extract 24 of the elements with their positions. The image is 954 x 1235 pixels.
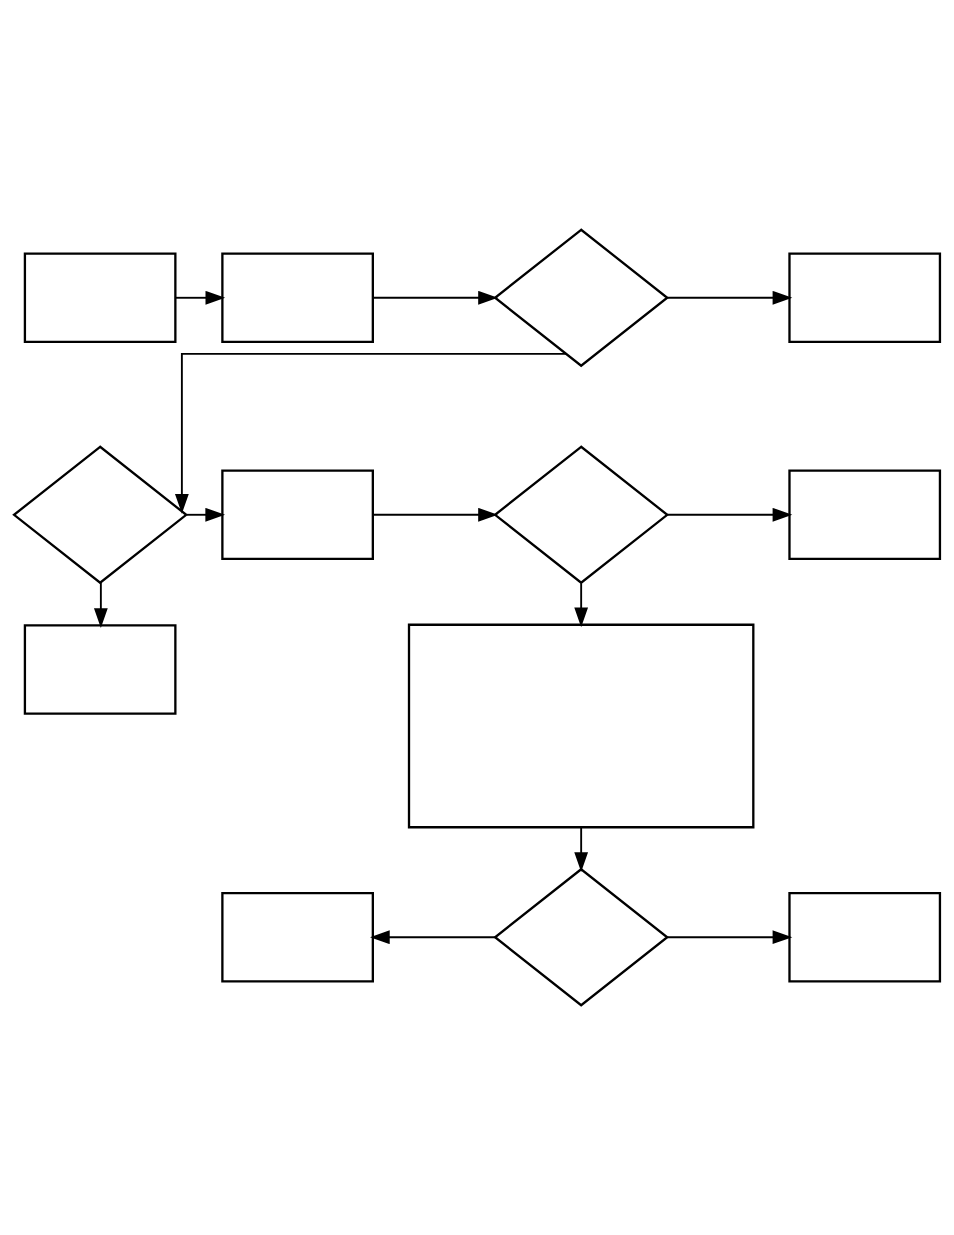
- arrow: [93, 581, 108, 628]
- arrow: [666, 290, 793, 305]
- node-box: [407, 623, 755, 829]
- arrow: [574, 826, 589, 872]
- arrow: [666, 507, 793, 522]
- node-box: [221, 252, 374, 344]
- node-box: [23, 252, 177, 344]
- node-box: [788, 252, 942, 344]
- node-box: [23, 624, 177, 715]
- arrow: [371, 507, 498, 522]
- node-diamond: [493, 228, 670, 368]
- node-diamond: [493, 445, 670, 585]
- node-box: [788, 891, 942, 983]
- arrow: [574, 582, 589, 628]
- arrow: [174, 290, 226, 305]
- node-diamond: [493, 867, 670, 1007]
- arrow: [666, 930, 793, 945]
- node-box: [221, 891, 374, 983]
- arrow: [371, 290, 498, 305]
- node-box: [221, 469, 374, 561]
- arrow: [185, 507, 226, 522]
- arrow: [370, 930, 496, 945]
- arrow: [175, 352, 567, 514]
- node-box: [788, 469, 942, 561]
